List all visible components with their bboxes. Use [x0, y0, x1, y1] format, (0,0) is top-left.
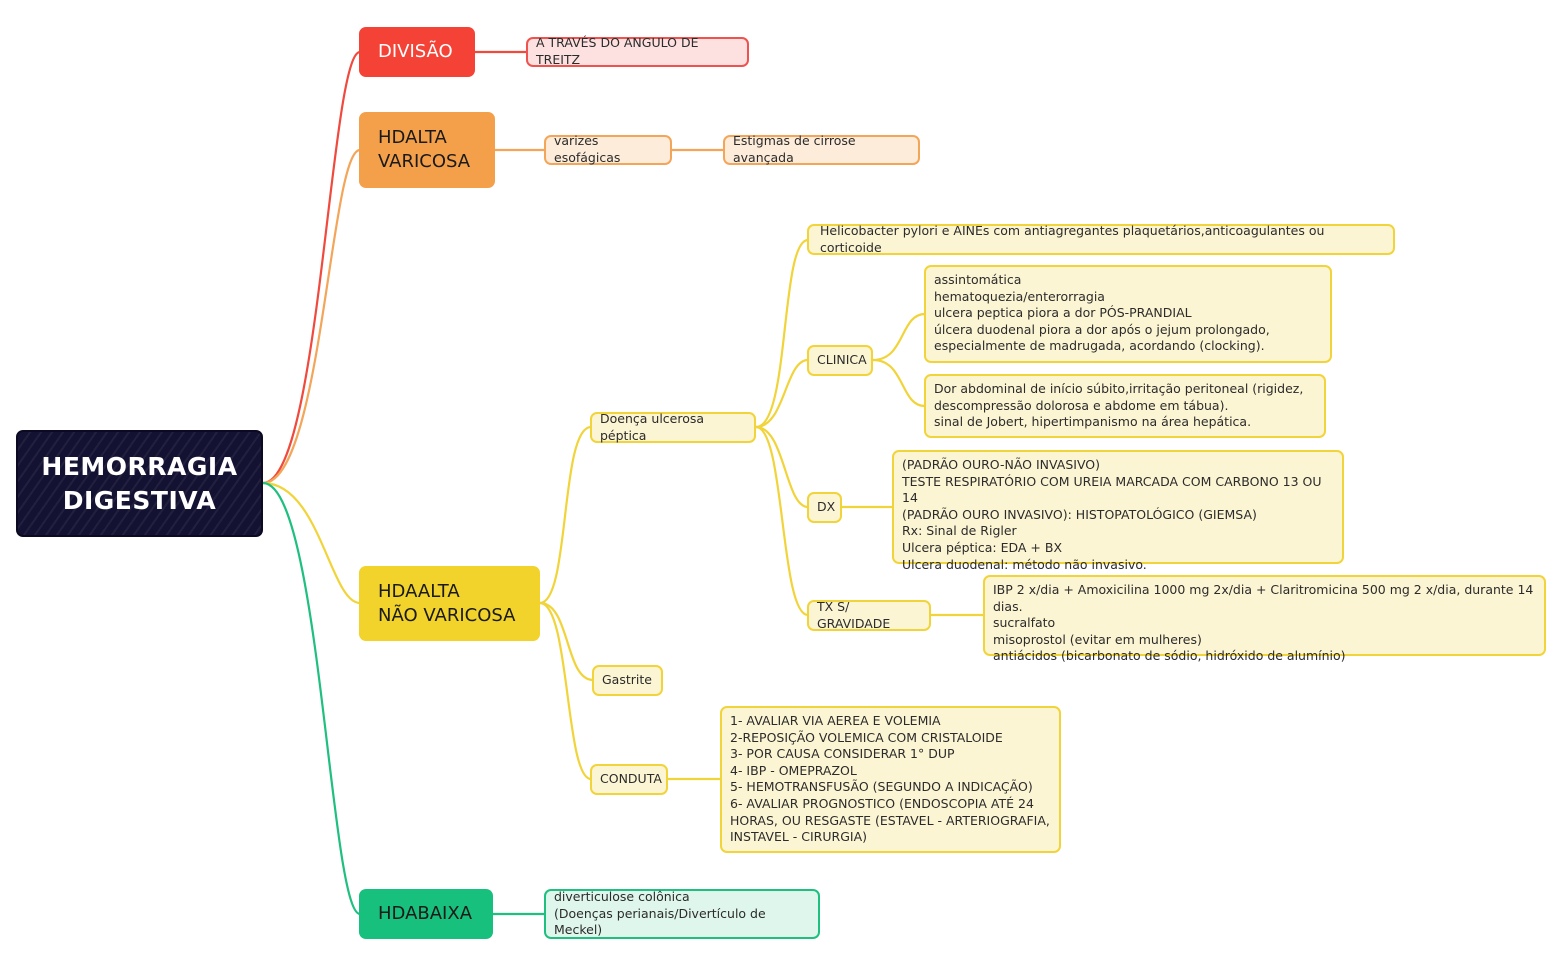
varicosa-grandchild-node[interactable]: Estigmas de cirrose avançada [723, 133, 920, 165]
dx-text: (PADRÃO OURO-NÃO INVASIVO) TESTE RESPIRA… [902, 457, 1322, 572]
link-nv-ulcera [538, 425, 593, 605]
tx-label: TX S/ GRAVIDADE [817, 598, 891, 631]
causas-node[interactable]: Helicobacter pylori e AINEs com antiagre… [807, 222, 1395, 255]
link-nv-gastrite [538, 601, 595, 682]
conduta-node[interactable]: CONDUTA [590, 764, 668, 795]
link-nv-conduta [538, 601, 593, 781]
baixa-label: HDABAIXA [378, 903, 473, 924]
link-clinica-item2 [871, 358, 927, 408]
conduta-text: 1- AVALIAR VIA AEREA E VOLEMIA 2-REPOSIÇ… [730, 713, 1050, 845]
divisao-child-label: A TRAVÉS DO ANGULO DE TREITZ [536, 35, 699, 67]
link-ulcera-causas [754, 238, 810, 429]
baixa-child-label: diverticulose colônica (Doenças perianai… [554, 889, 766, 938]
baixa-child-node[interactable]: diverticulose colônica (Doenças perianai… [544, 889, 820, 939]
dx-text-node[interactable]: (PADRÃO OURO-NÃO INVASIVO) TESTE RESPIRA… [892, 450, 1344, 572]
root-label: HEMORRAGIA DIGESTIVA [41, 451, 238, 515]
conduta-label: CONDUTA [600, 771, 662, 787]
divisao-label: DIVISÃO [378, 41, 453, 62]
clinica-item2-node[interactable]: Dor abdominal de início súbito,irritação… [924, 374, 1326, 438]
clinica-item1-text: assintomática hematoquezia/enterorragia … [934, 272, 1270, 354]
link-root-naovaricosa [261, 481, 362, 605]
varicosa-child-node[interactable]: varizes esofágicas [544, 133, 672, 165]
clinica-label: CLINICA [817, 352, 867, 368]
ulcera-node[interactable]: Doença ulcerosa péptica [590, 410, 756, 443]
varicosa-node[interactable]: HDALTA VARICOSA [359, 112, 495, 188]
gastrite-node[interactable]: Gastrite [592, 665, 663, 696]
link-ulcera-clinica [754, 358, 810, 429]
ulcera-label: Doença ulcerosa péptica [600, 410, 705, 443]
link-root-divisao [261, 50, 362, 485]
link-ulcera-tx [754, 425, 810, 617]
clinica-item2-text: Dor abdominal de início súbito,irritação… [934, 381, 1304, 430]
tx-node[interactable]: TX S/ GRAVIDADE [807, 598, 931, 631]
clinica-node[interactable]: CLINICA [807, 345, 873, 376]
clinica-item1-node[interactable]: assintomática hematoquezia/enterorragia … [924, 265, 1332, 363]
dx-node[interactable]: DX [807, 492, 842, 523]
link-root-varicosa [261, 148, 362, 485]
divisao-child-node[interactable]: A TRAVÉS DO ANGULO DE TREITZ [526, 35, 749, 67]
baixa-node[interactable]: HDABAIXA [359, 889, 493, 939]
dx-label: DX [817, 499, 836, 515]
gastrite-label: Gastrite [602, 672, 652, 688]
divisao-node[interactable]: DIVISÃO [359, 27, 475, 77]
nao-varicosa-label: HDAALTA NÃO VARICOSA [378, 580, 516, 626]
link-ulcera-dx [754, 425, 810, 509]
varicosa-grandchild-label: Estigmas de cirrose avançada [733, 133, 856, 165]
tx-text: IBP 2 x/dia + Amoxicilina 1000 mg 2x/dia… [993, 582, 1534, 664]
conduta-text-node[interactable]: 1- AVALIAR VIA AEREA E VOLEMIA 2-REPOSIÇ… [720, 706, 1061, 853]
tx-text-node[interactable]: IBP 2 x/dia + Amoxicilina 1000 mg 2x/dia… [983, 575, 1546, 663]
varicosa-label: HDALTA VARICOSA [378, 127, 471, 172]
varicosa-child-label: varizes esofágicas [554, 133, 621, 165]
link-clinica-item1 [871, 312, 927, 362]
causas-label: Helicobacter pylori e AINEs com antiagre… [820, 222, 1325, 255]
nao-varicosa-node[interactable]: HDAALTA NÃO VARICOSA [359, 566, 540, 641]
link-root-baixa [261, 481, 362, 916]
root-node[interactable]: HEMORRAGIA DIGESTIVA [16, 430, 263, 537]
